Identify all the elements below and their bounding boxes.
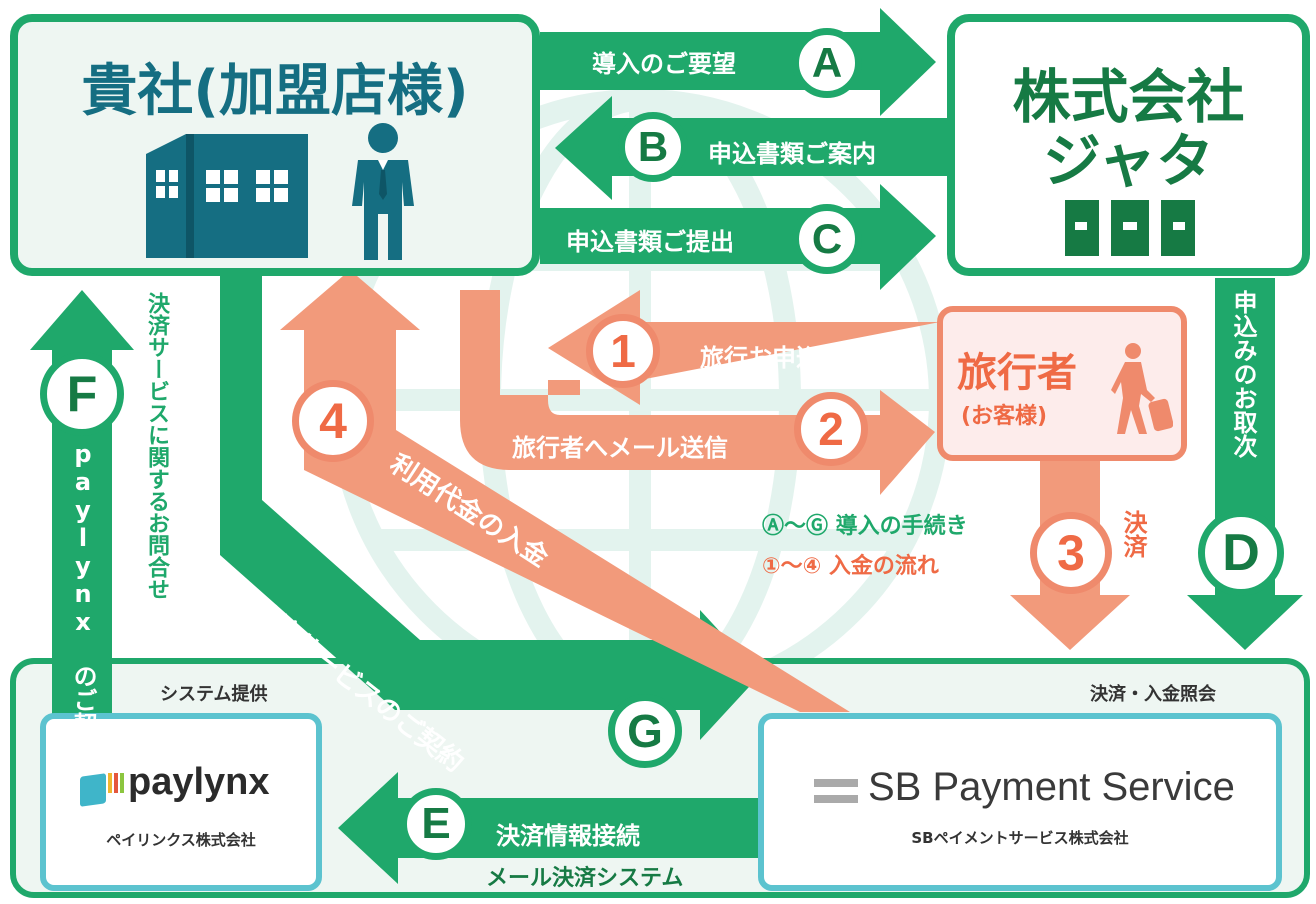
businessman-icon [352,123,414,260]
paylynx-header: システム提供 [160,684,268,705]
badge-g: G [608,694,682,768]
badge-4: 4 [292,380,374,462]
badge-f: F [40,352,124,436]
label-1: 旅行お申込み [700,344,844,372]
label-f: paylynx のご契約 [69,440,97,760]
badge-c: C [792,204,862,274]
badge-b: B [618,112,688,182]
traveler-box: 旅行者 (お客様) [937,306,1187,461]
traveler-icon [1111,343,1173,434]
badge-e: E [400,788,472,860]
bottom-caption: メール決済システム [486,866,684,891]
jata-logo-mark [1065,200,1195,256]
label-a: 導入のご要望 [592,50,736,78]
sbps-box: SB Payment Service SBペイメントサービス株式会社 [758,713,1282,891]
arrow-g [220,268,760,740]
label-c: 申込書類ご提出 [566,228,734,256]
label-d: 申込みのお取次 [1229,290,1257,458]
inquiry-text: 決済サービスに関するお問合せ [144,292,169,600]
jata-line2: ジャタ [1042,127,1215,195]
traveler-title: 旅行者 [957,350,1077,396]
label-b: 申込書類ご案内 [708,140,876,168]
label-3: 決済 [1119,510,1147,558]
badge-3: 3 [1030,512,1112,594]
sbps-logo-text: SB Payment Service [868,765,1235,809]
legend-green: Ⓐ〜Ⓖ 導入の手続き [762,514,968,539]
badge-d: D [1198,510,1284,596]
paylynx-box: paylynx ペイリンクス株式会社 [40,713,322,891]
paylynx-logo-text: paylynx [128,761,270,803]
legend-orange: ①〜④ 入金の流れ [762,554,939,579]
sbps-name: SBペイメントサービス株式会社 [911,829,1129,847]
company-box: 貴社(加盟店様) [10,14,540,276]
sbps-header: 決済・入金照会 [1090,684,1216,705]
label-e: 決済情報接続 [496,822,640,850]
traveler-subtitle: (お客様) [961,404,1048,429]
sbps-logo-mark [814,779,858,805]
arrow-4 [280,270,920,712]
jata-line1: 株式会社 [1012,63,1245,131]
paylynx-logo: paylynx [80,761,290,813]
label-2: 旅行者へメール送信 [512,434,728,462]
building-icon [146,134,308,258]
company-title: 貴社(加盟店様) [81,59,469,124]
arrow-1-2 [460,290,940,495]
badge-1: 1 [586,314,660,388]
paylynx-name: ペイリンクス株式会社 [106,831,256,849]
jata-box: 株式会社 ジャタ [947,14,1310,276]
badge-2: 2 [794,392,868,466]
badge-a: A [792,28,862,98]
